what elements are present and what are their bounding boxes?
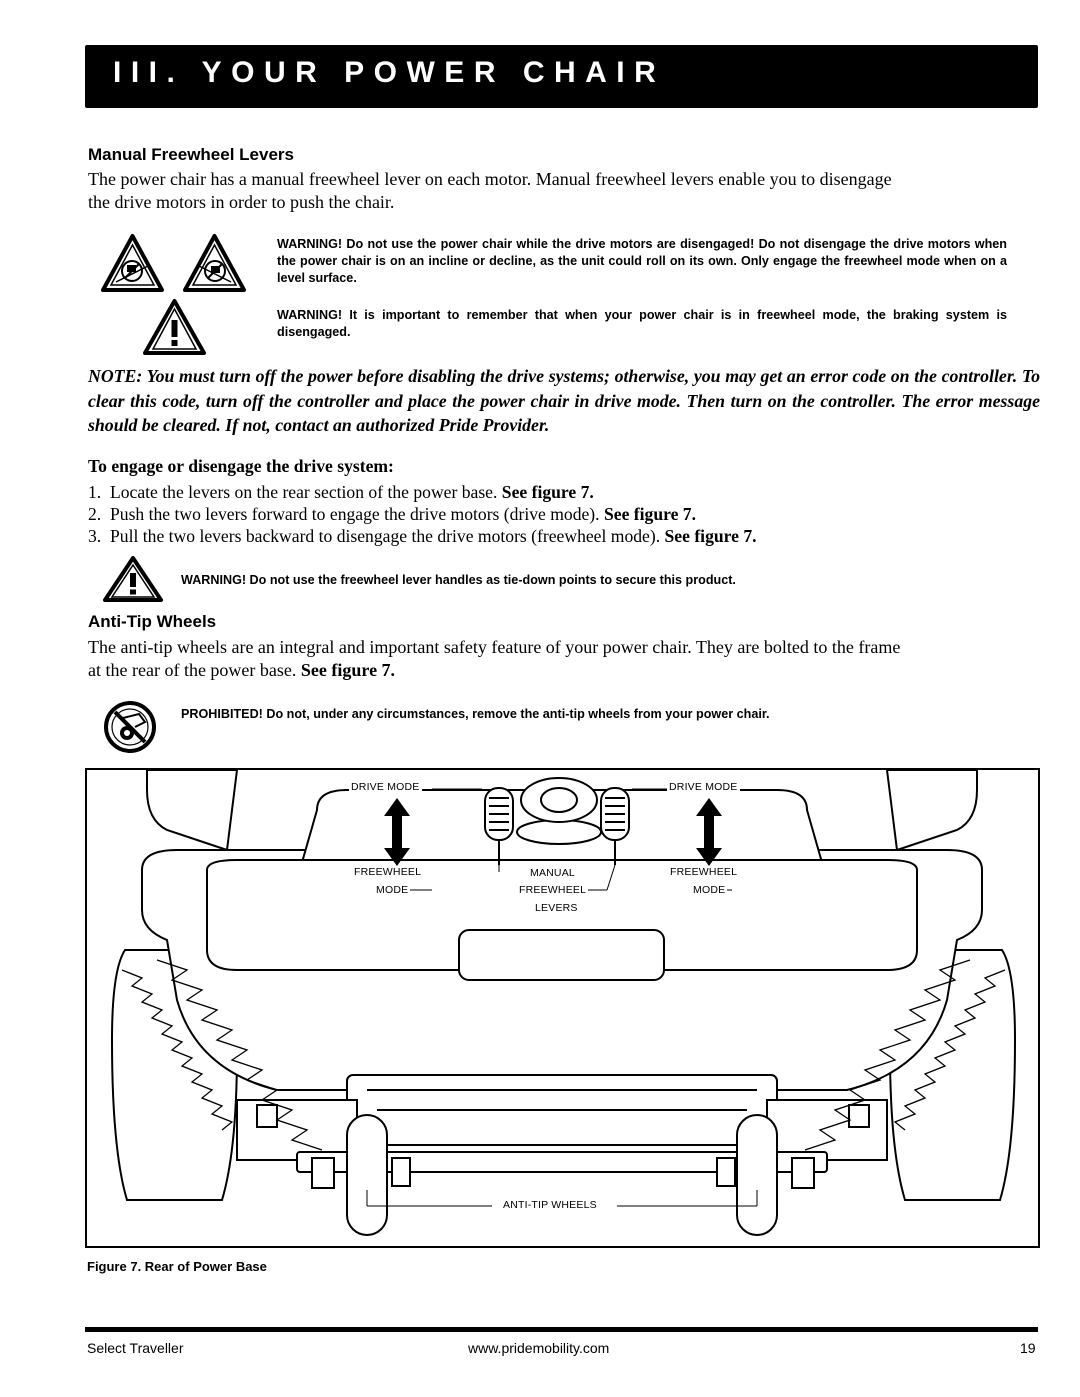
label-mode-left: MODE — [374, 884, 411, 896]
label-anti-tip-wheels: ANTI-TIP WHEELS — [501, 1199, 599, 1211]
steps-heading: To engage or disengage the drive system: — [88, 456, 394, 476]
intro-line-1: The power chair has a manual freewheel l… — [88, 169, 892, 189]
label-freewheel-right: FREEWHEEL — [668, 866, 740, 878]
warning-braking-disengaged: WARNING! It is important to remember tha… — [277, 308, 1007, 339]
warning-exclamation-icon — [143, 299, 206, 355]
label-manual-freewheel: FREEWHEEL — [517, 884, 589, 896]
figure-rear-power-base: DRIVE MODE DRIVE MODE FREEWHEEL MODE FRE… — [85, 768, 1040, 1248]
prohibited-anti-tip-icon — [104, 701, 156, 753]
figure-reference: See figure 7. — [664, 526, 757, 546]
list-item: 1. Locate the levers on the rear section… — [88, 482, 594, 502]
prohibited-remove-anti-tip: PROHIBITED! Do not, under any circumstan… — [181, 707, 770, 721]
label-manual: MANUAL — [528, 867, 577, 879]
warning-exclamation-icon — [103, 556, 163, 602]
page-number: 19 — [1020, 1340, 1036, 1356]
label-mode-right: MODE — [691, 884, 728, 896]
label-drive-mode-right: DRIVE MODE — [667, 781, 740, 793]
intro-line-2: the drive motors in order to push the ch… — [88, 192, 395, 212]
label-freewheel-left: FREEWHEEL — [352, 866, 424, 878]
list-item: 2. Push the two levers forward to engage… — [88, 504, 696, 524]
no-decline-icon — [183, 234, 246, 292]
label-drive-mode-left: DRIVE MODE — [349, 781, 422, 793]
no-incline-icon — [101, 234, 164, 292]
anti-tip-line-1: The anti-tip wheels are an integral and … — [88, 637, 901, 657]
section-title: III. YOUR POWER CHAIR — [113, 56, 666, 89]
intro-paragraph: The power chair has a manual freewheel l… — [88, 168, 1043, 214]
footer-rule — [85, 1327, 1038, 1332]
anti-tip-paragraph: The anti-tip wheels are an integral and … — [88, 636, 1043, 682]
footer-product-name: Select Traveller — [87, 1340, 184, 1356]
figure-caption: Figure 7. Rear of Power Base — [87, 1259, 267, 1274]
figure-reference: See figure 7. — [300, 660, 396, 680]
note-paragraph: NOTE: You must turn off the power before… — [88, 366, 1040, 435]
warning-tie-down: WARNING! Do not use the freewheel lever … — [181, 573, 736, 587]
list-item: 3. Pull the two levers backward to disen… — [88, 526, 757, 546]
figure-reference: See figure 7. — [501, 482, 594, 502]
power-base-illustration — [110, 770, 1017, 1236]
footer-website: www.pridemobility.com — [468, 1340, 610, 1356]
section-heading-freewheel: Manual Freewheel Levers — [88, 145, 294, 164]
label-levers: LEVERS — [533, 902, 580, 914]
warning-drive-disengaged: WARNING! Do not use the power chair whil… — [277, 237, 1007, 285]
section-heading-anti-tip: Anti-Tip Wheels — [88, 612, 217, 631]
section-header-bar: III. YOUR POWER CHAIR — [85, 45, 1038, 108]
figure-reference: See figure 7. — [603, 504, 696, 524]
